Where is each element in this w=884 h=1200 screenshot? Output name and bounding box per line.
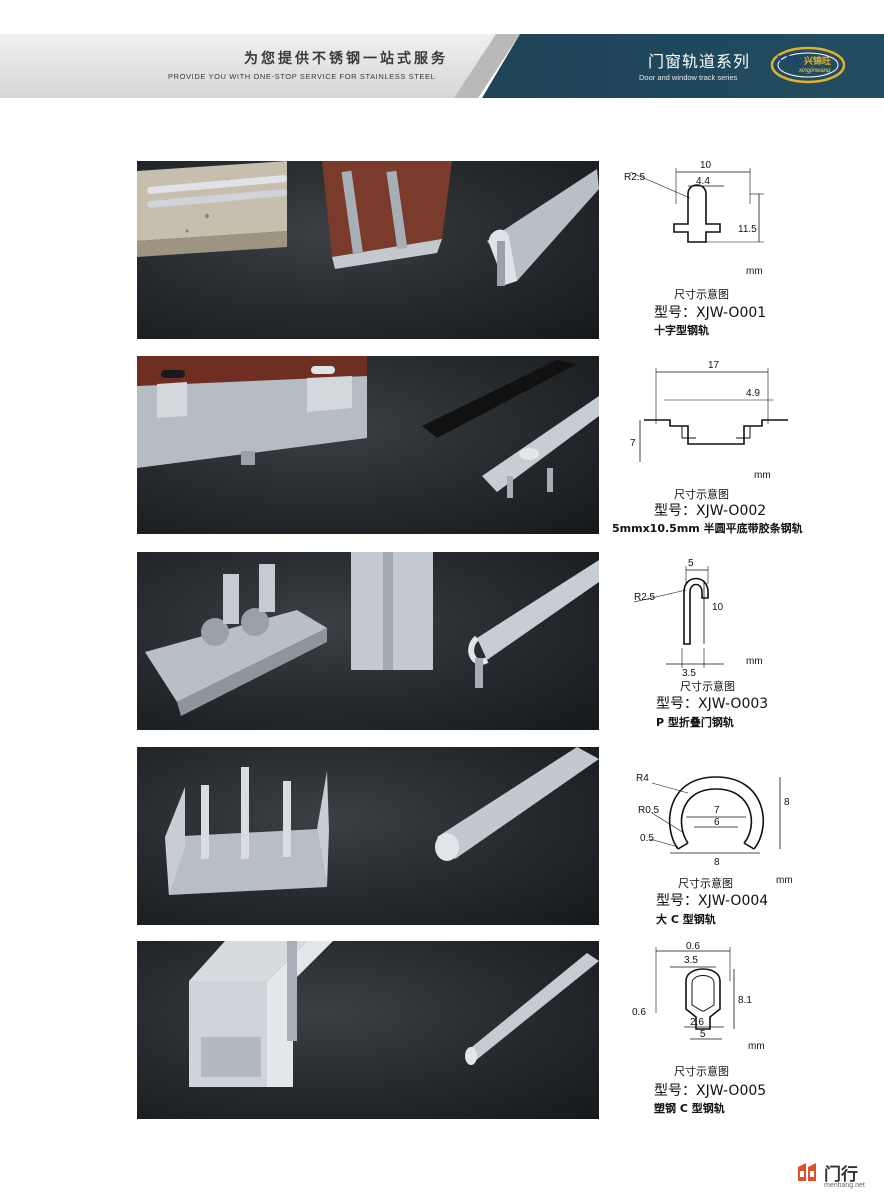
dim-label: 5 bbox=[688, 558, 694, 569]
caption-title: 尺寸示意图 bbox=[674, 488, 729, 501]
product-description: 塑钢 C 型钢轨 bbox=[654, 1102, 725, 1115]
unit-label: mm bbox=[754, 470, 771, 481]
unit-label: mm bbox=[748, 1041, 765, 1052]
c-rail-drawing: R4 8 R0.5 7 6 0.5 8 mm bbox=[636, 773, 793, 886]
unit-label: mm bbox=[746, 656, 763, 667]
dimension-diagram-1: R2.5 10 4.4 11.5 mm 尺寸示意图 型号：XJW-O001 十字… bbox=[604, 154, 834, 344]
caption-title: 尺寸示意图 bbox=[680, 680, 735, 693]
dim-label: 0.6 bbox=[632, 1007, 646, 1018]
model-number: 型号：XJW-O001 bbox=[654, 305, 767, 321]
rail-photo-3 bbox=[145, 552, 599, 716]
caption-title: 尺寸示意图 bbox=[678, 877, 733, 890]
dimension-diagram-5: 0.6 3.5 8.1 0.6 2.6 5 mm 尺寸示意图 型号：XJW-O0… bbox=[604, 941, 834, 1131]
product-description: 5mmx10.5mm 半圆平底带胶条钢轨 bbox=[612, 522, 803, 535]
logo-cn: 兴锦旺 bbox=[804, 57, 832, 67]
banner-right-panel bbox=[482, 34, 884, 98]
flat-rail-drawing: 17 4.9 7 mm bbox=[630, 360, 788, 481]
product-photo-3 bbox=[137, 552, 599, 730]
rail-photo-2 bbox=[137, 356, 599, 498]
rail-photo-4 bbox=[165, 747, 599, 895]
model-number: 型号：XJW-O005 bbox=[654, 1083, 767, 1099]
plastic-c-rail-drawing: 0.6 3.5 8.1 0.6 2.6 5 mm bbox=[632, 941, 765, 1052]
product-description: 大 C 型钢轨 bbox=[656, 913, 716, 926]
rail-photo-1 bbox=[137, 161, 599, 286]
series-subtitle: Door and window track series bbox=[639, 73, 738, 82]
logo-swoosh-icon bbox=[770, 46, 846, 84]
model-number: 型号：XJW-O004 bbox=[656, 893, 769, 909]
header-banner: 为您提供不锈钢一站式服务 PROVIDE YOU WITH ONE-STOP S… bbox=[0, 34, 884, 98]
product-photo-4 bbox=[137, 747, 599, 925]
dim-label: 7 bbox=[714, 805, 720, 816]
unit-label: mm bbox=[776, 875, 793, 886]
banner-left-panel bbox=[0, 34, 520, 98]
dim-label: 10 bbox=[712, 602, 724, 613]
footer-url: menhang.net bbox=[824, 1182, 865, 1189]
slogan-cn: 为您提供不锈钢一站式服务 bbox=[244, 51, 448, 67]
product-description: P 型折叠门钢轨 bbox=[656, 716, 734, 729]
dim-label: 6 bbox=[714, 817, 720, 828]
model-number: 型号：XJW-O003 bbox=[656, 696, 769, 712]
dim-label: 3.5 bbox=[682, 668, 696, 679]
menhang-logo-icon bbox=[798, 1163, 816, 1181]
dim-label: 11.5 bbox=[738, 224, 757, 235]
caption-title: 尺寸示意图 bbox=[674, 1065, 729, 1078]
dim-label: 3.5 bbox=[684, 955, 698, 966]
model-number: 型号：XJW-O002 bbox=[654, 503, 767, 519]
brand-logo: XJW 兴锦旺 xingjinwang bbox=[768, 41, 848, 89]
product-description: 十字型钢轨 bbox=[654, 324, 709, 337]
dim-label: 8 bbox=[784, 797, 790, 808]
dim-label: 2.6 bbox=[690, 1017, 704, 1028]
dimension-diagram-4: R4 8 R0.5 7 6 0.5 8 mm 尺寸示意图 型号：XJW-O004… bbox=[604, 747, 834, 937]
footer-brand: 门行 bbox=[824, 1165, 858, 1185]
dimension-diagram-3: 5 R2.5 10 3.5 mm 尺寸示意图 型号：XJW-O003 P 型折叠… bbox=[604, 552, 834, 742]
rail-photo-5 bbox=[189, 941, 599, 1087]
dim-label: 10 bbox=[700, 160, 712, 171]
dim-label: R0.5 bbox=[638, 805, 660, 816]
dimension-diagram-2: 17 4.9 7 mm 尺寸示意图 型号：XJW-O002 5mmx10.5mm… bbox=[604, 354, 834, 544]
dim-label: 4.4 bbox=[696, 176, 710, 187]
dim-label: R2.5 bbox=[634, 592, 656, 603]
dim-label: 7 bbox=[630, 438, 636, 449]
series-title: 门窗轨道系列 bbox=[648, 52, 751, 71]
caption-title: 尺寸示意图 bbox=[674, 288, 729, 301]
product-photo-1 bbox=[137, 161, 599, 339]
dim-label: 0.5 bbox=[640, 833, 654, 844]
dim-label: 8 bbox=[714, 857, 720, 868]
dim-label: 17 bbox=[708, 360, 720, 371]
unit-label: mm bbox=[746, 266, 763, 277]
dim-label: R2.5 bbox=[624, 172, 646, 183]
p-rail-drawing: 5 R2.5 10 3.5 mm bbox=[633, 558, 763, 679]
slogan-en: PROVIDE YOU WITH ONE-STOP SERVICE FOR ST… bbox=[168, 72, 436, 81]
dim-label: 4.9 bbox=[746, 388, 760, 399]
dim-label: 0.6 bbox=[686, 941, 700, 952]
product-photo-2 bbox=[137, 356, 599, 534]
cross-rail-drawing: R2.5 10 4.4 11.5 mm bbox=[624, 160, 764, 277]
dim-label: 8.1 bbox=[738, 995, 752, 1006]
product-photo-5 bbox=[137, 941, 599, 1119]
logo-name: XJW bbox=[776, 54, 800, 66]
dim-label: 5 bbox=[700, 1029, 706, 1040]
logo-sub: xingjinwang bbox=[799, 68, 831, 74]
dim-label: R4 bbox=[636, 773, 649, 784]
